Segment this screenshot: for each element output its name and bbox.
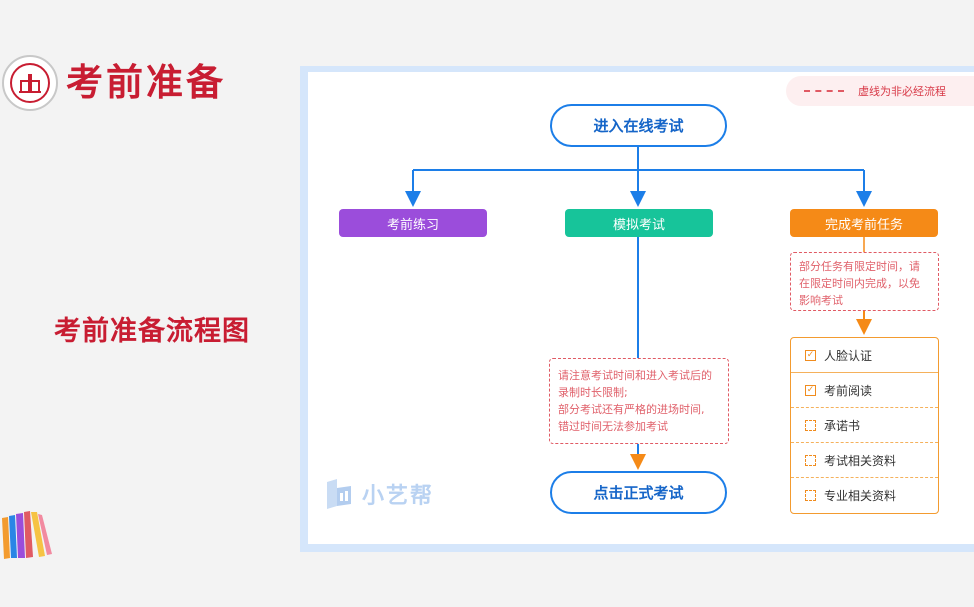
start-node-enter-online-exam: 进入在线考试 — [550, 104, 727, 147]
pre-exam-task-list: ✓ 人脸认证 ✓ 考前阅读 承诺书 考试相关资料 专业相关资料 — [790, 337, 939, 514]
watermark: 小艺帮 — [324, 478, 434, 510]
task-label: 考试相关资料 — [824, 453, 897, 468]
checkbox-checked-icon: ✓ — [805, 384, 816, 396]
checkbox-dashed-icon — [805, 454, 816, 466]
watermark-text: 小艺帮 — [362, 484, 435, 509]
task-item-pledge: 承诺书 — [791, 408, 938, 443]
branch-exam-practice: 考前练习 — [339, 209, 487, 237]
exam-note-line: 部分考试还有严格的进场时间, — [558, 403, 705, 416]
checkbox-dashed-icon — [805, 419, 816, 431]
exam-timing-note: 请注意考试时间和进入考试后的 录制时长限制; 部分考试还有严格的进场时间, 错过… — [549, 358, 729, 444]
legend: 虚线为非必经流程 — [786, 76, 974, 106]
task-note-line: 在限定时间内完成，以免 — [799, 277, 920, 290]
exam-note-line: 录制时长限制; — [558, 386, 628, 399]
task-deadline-note: 部分任务有限定时间，请 在限定时间内完成，以免 影响考试 — [790, 252, 939, 311]
flowchart-caption: 考前准备流程图 — [54, 316, 250, 347]
task-label: 承诺书 — [824, 418, 861, 433]
brand-mark-icon — [327, 479, 351, 509]
legend-label: 虚线为非必经流程 — [858, 85, 946, 98]
branch-mock-exam: 模拟考试 — [565, 209, 713, 237]
task-label: 人脸认证 — [824, 348, 873, 363]
exam-note-line: 请注意考试时间和进入考试后的 — [558, 369, 712, 382]
task-note-line: 影响考试 — [799, 294, 843, 307]
branch-pre-exam-tasks: 完成考前任务 — [790, 209, 938, 237]
checkbox-checked-icon: ✓ — [805, 349, 816, 361]
exam-note-line: 错过时间无法参加考试 — [558, 420, 668, 433]
task-label: 专业相关资料 — [824, 489, 897, 503]
task-item-face-verification: ✓ 人脸认证 — [791, 338, 938, 373]
end-node-start-formal-exam: 点击正式考试 — [550, 471, 727, 514]
checkbox-dashed-icon — [805, 490, 816, 501]
task-item-major-materials: 专业相关资料 — [791, 478, 938, 513]
task-item-exam-materials: 考试相关资料 — [791, 443, 938, 478]
university-seal-logo — [2, 55, 58, 111]
books-decoration-icon — [2, 511, 52, 559]
task-item-pre-exam-reading: ✓ 考前阅读 — [791, 373, 938, 408]
page-title: 考前准备 — [66, 61, 226, 104]
legend-dashed-line — [804, 90, 844, 92]
task-label: 考前阅读 — [824, 383, 873, 398]
task-note-line: 部分任务有限定时间，请 — [799, 260, 920, 273]
building-icon — [19, 74, 41, 93]
